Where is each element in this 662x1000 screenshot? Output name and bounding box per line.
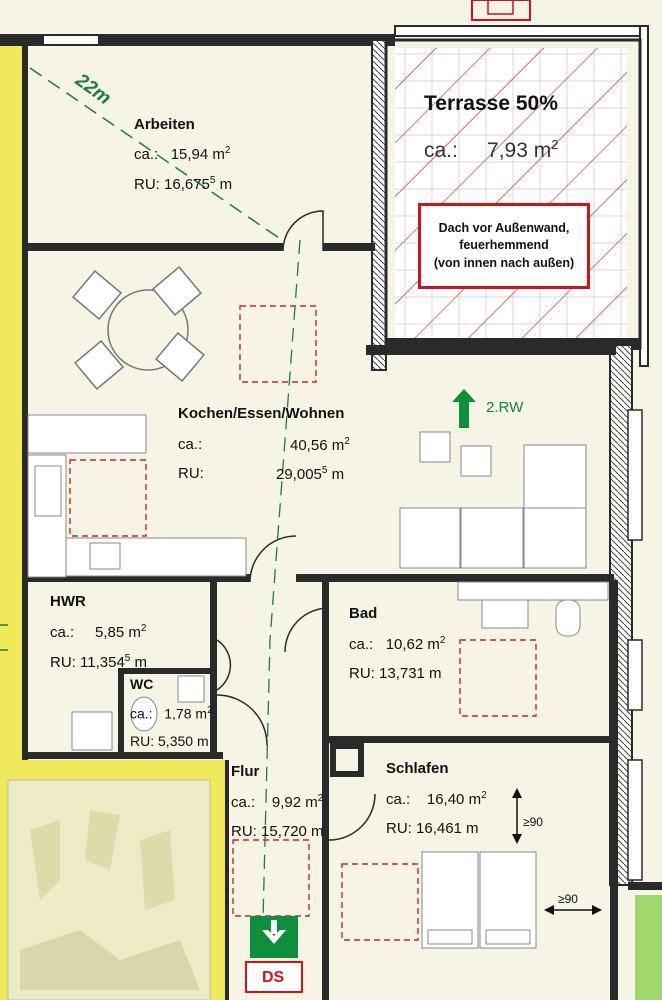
area-value: 1,78 m — [164, 705, 208, 722]
area-label: ca.: — [386, 791, 411, 808]
room-area-flur: ca.: 9,92 m2 — [231, 793, 324, 811]
area-sup: 2 — [140, 623, 147, 634]
ru-label: RU: — [178, 465, 204, 482]
area-label: ca.: — [231, 794, 256, 811]
room-name-kochen: Kochen/Essen/Wohnen — [178, 405, 345, 422]
dimension-90-horizontal: ≥90 — [558, 892, 578, 906]
area-sup: 2 — [317, 793, 324, 804]
area-value: 40,56 m — [290, 437, 345, 454]
room-name-schlafen: Schlafen — [386, 760, 449, 777]
room-ru-bad: RU: 13,731 m — [349, 666, 442, 681]
ds-marker-label: DS — [262, 969, 285, 986]
room-name-wc: WC — [130, 676, 154, 692]
area-value: 7,93 m — [487, 139, 552, 162]
room-name-flur: Flur — [231, 763, 260, 780]
area-value: 10,62 m — [385, 636, 440, 653]
ru-unit: m — [215, 176, 233, 193]
room-name-bad: Bad — [349, 605, 378, 622]
area-sup: 2 — [551, 137, 559, 152]
area-sup: 2 — [481, 790, 487, 801]
room-area-hwr: ca.: 5,85 m2 — [50, 623, 147, 641]
area-label: ca.: — [134, 146, 159, 163]
room-ru-flur: RU: 15,720 m — [231, 824, 324, 839]
ru-label: RU: — [231, 823, 257, 840]
ru-unit: m — [327, 466, 345, 483]
room-ru-kochen: RU: — [178, 466, 204, 481]
ru-value: 5,350 m — [158, 733, 209, 749]
area-value: 5,85 m — [95, 624, 141, 641]
room-ru-value-kochen: 29,0055 m — [276, 465, 345, 483]
ru-label: RU: — [134, 176, 160, 193]
area-label: ca.: — [50, 624, 75, 641]
area-label: ca.: — [178, 436, 203, 453]
room-area-value-kochen: 40,56 m2 — [290, 436, 350, 454]
room-area-bad: ca.: 10,62 m2 — [349, 635, 446, 653]
room-ru-schlafen: RU: 16,461 m — [386, 821, 479, 836]
ru-value: 16,461 m — [416, 820, 479, 837]
area-value: 15,94 m — [170, 146, 225, 163]
ru-label: RU: — [349, 665, 375, 682]
area-sup: 2 — [439, 635, 446, 646]
note-line-3: (von innen nach außen) — [433, 255, 575, 270]
area-label: ca.: — [130, 705, 153, 722]
ru-value: 15,720 m — [261, 823, 324, 840]
room-ru-wc: RU: 5,350 m — [130, 734, 209, 748]
area-value: 9,92 m — [271, 794, 318, 811]
room-area-arbeiten: ca.: 15,94 m2 — [134, 145, 231, 163]
ru-value: 16,675 — [164, 176, 210, 193]
rw-marker-label: 2.RW — [486, 399, 524, 416]
ru-sup: 5 — [321, 465, 328, 476]
area-sup: 2 — [207, 705, 213, 716]
dimension-90-vertical: ≥90 — [523, 815, 543, 829]
area-value: 16,40 m — [426, 791, 482, 808]
ru-value: 29,005 — [276, 466, 322, 483]
roof-note: Dach vor Außenwand, feuerhemmend (von in… — [418, 203, 590, 289]
note-line-1: Dach vor Außenwand, — [438, 220, 570, 235]
note-line-2: feuerhemmend — [459, 238, 549, 253]
room-name-arbeiten: Arbeiten — [134, 116, 195, 133]
ru-sup: 5 — [209, 175, 216, 186]
area-sup: 2 — [224, 145, 231, 156]
ru-label: RU: — [386, 820, 412, 837]
room-area-schlafen: ca.: 16,40 m2 — [386, 790, 487, 808]
ru-label: RU: — [130, 733, 155, 749]
room-area-terrasse: ca.: 7,93 m2 — [424, 138, 558, 161]
ru-value: 11,354 — [80, 654, 125, 671]
ru-unit: m — [130, 654, 148, 671]
room-name-terrasse: Terrasse 50% — [424, 92, 558, 115]
room-area-kochen: ca.: — [178, 437, 202, 452]
room-name-hwr: HWR — [50, 593, 86, 610]
ru-value: 13,731 m — [379, 665, 442, 682]
ru-label: RU: — [50, 654, 76, 671]
room-ru-hwr: RU: 11,3545 m — [50, 653, 148, 671]
ru-sup: 5 — [124, 653, 131, 664]
room-ru-arbeiten: RU: 16,6755 m — [134, 175, 233, 193]
area-label: ca.: — [424, 139, 458, 162]
area-sup: 2 — [344, 436, 350, 447]
area-label: ca.: — [349, 636, 374, 653]
room-area-wc: ca.: 1,78 m2 — [130, 706, 213, 721]
